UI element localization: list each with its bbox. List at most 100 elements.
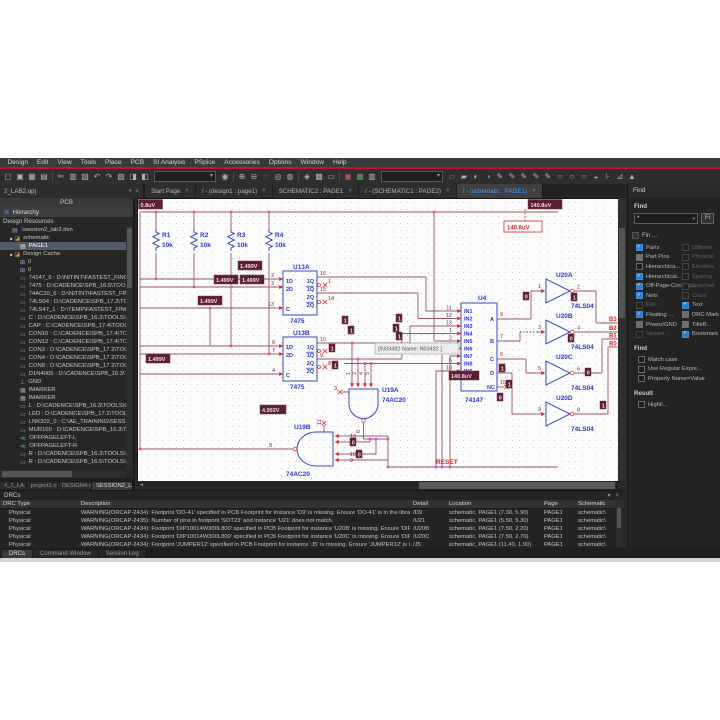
checkbox-icon[interactable] bbox=[636, 330, 643, 338]
save-icon[interactable]: ▦ bbox=[28, 172, 36, 181]
find-option[interactable]: Property Name=Value bbox=[638, 374, 720, 384]
tree-item[interactable]: ▭ 74147_6 : D:\NITINT\FASTEST_FINGER bbox=[0, 274, 126, 282]
project-manager-icon[interactable]: ▭ bbox=[327, 172, 335, 181]
tree-item[interactable]: ▭ CON4 : D:\CADENCE\SPB_17.2\TOOLS bbox=[0, 354, 126, 362]
tree-item[interactable]: ▭ R : D:\CADENCE\SPB_16.5\TOOLS\CA bbox=[0, 458, 126, 466]
project-file-tab[interactable]: DESIGN4.opj bbox=[57, 482, 92, 490]
scroll-left-icon[interactable]: ◄ bbox=[139, 482, 144, 488]
document-tab[interactable]: SCHEMATIC2 : PAGE1 × bbox=[272, 184, 359, 198]
close-icon[interactable]: × bbox=[615, 492, 619, 499]
tree-item[interactable]: ▭ CON3 : D:\CADENCE\SPB_17.2\TOOLS bbox=[0, 346, 126, 354]
open-document-icon[interactable]: ▣ bbox=[16, 172, 24, 181]
find-filter-option[interactable]: Variant ... bbox=[636, 329, 682, 339]
close-icon[interactable]: × bbox=[348, 188, 352, 194]
net-alias-tool-icon[interactable]: ✎ bbox=[520, 172, 528, 181]
checkbox-icon[interactable] bbox=[682, 244, 689, 252]
find-filter-option[interactable]: Physical bbox=[682, 253, 720, 263]
output-tab[interactable]: Session Log bbox=[98, 550, 147, 558]
find-input[interactable]: * ▾ bbox=[634, 213, 698, 224]
tree-item[interactable]: ▤ PAGE1 bbox=[0, 242, 126, 250]
menu-item[interactable]: View bbox=[57, 159, 72, 166]
checkbox-icon[interactable] bbox=[682, 273, 689, 281]
power-tool-icon[interactable]: ✎ bbox=[544, 172, 552, 181]
tree-item[interactable]: ▭ C : D:\CADENCE\SPB_16.3\TOOLS\CA bbox=[0, 314, 126, 322]
command-combobox[interactable]: ▾ bbox=[381, 171, 443, 182]
tree-item[interactable]: ■ ◪ schematic bbox=[0, 234, 126, 242]
checkbox-icon[interactable] bbox=[682, 292, 689, 300]
chevron-down-icon[interactable]: ▾ bbox=[692, 215, 695, 222]
checkbox-icon[interactable] bbox=[682, 253, 689, 261]
checkbox-icon[interactable] bbox=[682, 301, 689, 309]
close-icon[interactable]: × bbox=[532, 188, 536, 194]
menu-item[interactable]: Window bbox=[300, 159, 324, 166]
project-file-tab[interactable]: SESSION2_LA... bbox=[91, 482, 133, 490]
result-option[interactable]: Highli... bbox=[638, 400, 720, 410]
probe-marker[interactable]: 140.8uV bbox=[503, 209, 543, 233]
output-tab[interactable]: DRCs bbox=[2, 550, 33, 558]
checkbox-icon[interactable] bbox=[636, 253, 643, 261]
off-page-connector-icon[interactable]: ○ bbox=[569, 172, 575, 181]
menu-item[interactable]: Tools bbox=[80, 159, 96, 166]
chevron-down-icon[interactable]: ▾ bbox=[607, 493, 611, 499]
document-tab[interactable]: Start Page × bbox=[145, 184, 196, 198]
tree-item[interactable]: ≪ OFFPAGELEFT-L bbox=[0, 434, 126, 442]
menu-item[interactable]: SI Analysis bbox=[153, 159, 186, 166]
hierarchical-port-icon[interactable]: ○ bbox=[581, 172, 587, 181]
tree-expand-icon[interactable]: ■ bbox=[10, 251, 13, 257]
menu-item[interactable]: Edit bbox=[37, 159, 49, 166]
tree-item[interactable]: ▭ 74LS04 : D:\CADENCE\SPB_17.2\TOOL bbox=[0, 298, 126, 306]
project-file-tab[interactable]: project1.opj bbox=[27, 482, 58, 490]
checkbox-icon[interactable] bbox=[636, 273, 643, 281]
checkbox-icon[interactable] bbox=[638, 365, 645, 373]
tree-vertical-scrollbar[interactable] bbox=[126, 226, 133, 470]
checkbox-icon[interactable] bbox=[682, 330, 689, 338]
u19a-nand-gate[interactable]: 1 2 4 5 6 3 U19A 74AC20 bbox=[334, 372, 406, 433]
bus-tool-icon[interactable]: ✎ bbox=[508, 172, 516, 181]
menu-item[interactable]: Options bbox=[268, 159, 292, 166]
tree-item[interactable]: ▭ 74LS47_1 : D:\TEMP\FASTEST_FINGER bbox=[0, 306, 126, 314]
warning-markers-icon[interactable]: ▲ bbox=[628, 172, 636, 181]
chevron-down-icon[interactable]: ▾ bbox=[128, 188, 132, 194]
hierarchy-tab[interactable]: ≣ Hierarchy bbox=[0, 207, 133, 217]
find-filter-option[interactable]: Electrica bbox=[682, 262, 720, 272]
tree-expand-icon[interactable]: ■ bbox=[10, 235, 13, 241]
tree-item[interactable]: ▭ 74AC20_6 : D:\NITINT\FASTEST_FINGE bbox=[0, 290, 126, 298]
find-option[interactable]: Use Regular Expre... bbox=[638, 365, 720, 375]
find-filter-option[interactable]: Parts bbox=[636, 243, 682, 253]
checkbox-icon[interactable] bbox=[682, 282, 689, 290]
cut-icon[interactable]: ✂ bbox=[57, 172, 65, 181]
document-tab[interactable]: / - (SCHEMATIC1 : PAGE2) × bbox=[358, 184, 457, 198]
undo-icon[interactable]: ↶ bbox=[93, 172, 101, 181]
no-connect-tool-icon[interactable]: ○ bbox=[557, 172, 563, 181]
find-filter-option[interactable]: Hierarchical... bbox=[636, 272, 682, 282]
tree-item[interactable]: ▭ CON10 : C:\CADENCE\SPB_17.4\TOOL bbox=[0, 330, 126, 338]
tree-item[interactable]: ▭ 7475 : D:\CADENCE\SPB_16.5\TOOLS\ bbox=[0, 282, 126, 290]
menu-item[interactable]: Design bbox=[7, 159, 29, 166]
wire-tool-icon[interactable]: ✎ bbox=[496, 172, 504, 181]
find-filter-option[interactable]: Sparing bbox=[682, 272, 720, 282]
drc-table-row[interactable]: Physical WARNING(ORCAP-2434): Footprint … bbox=[0, 541, 623, 549]
place-part-icon[interactable]: ▨ bbox=[117, 172, 125, 181]
copy-icon[interactable]: ▥ bbox=[69, 172, 77, 181]
checkbox-icon[interactable] bbox=[638, 375, 645, 383]
image-capture-icon[interactable]: ▱ bbox=[448, 172, 456, 181]
part-search-icon[interactable]: ◨ bbox=[129, 172, 137, 181]
checkbox-icon[interactable] bbox=[682, 263, 689, 271]
report-icon[interactable]: ▰ bbox=[460, 172, 468, 181]
update-properties-icon[interactable]: ▦ bbox=[356, 172, 364, 181]
drc-table-row[interactable]: Physical WARNING(ORCAP-2434): Footprint … bbox=[0, 525, 623, 533]
tree-item[interactable]: ≪ OFFPAGELEFT-R bbox=[0, 442, 126, 450]
document-tab[interactable]: / - (schematic : PAGE1) × bbox=[456, 184, 543, 198]
tree-item[interactable]: ⊞ 0 bbox=[0, 258, 126, 266]
zoom-region-icon[interactable]: ◌ bbox=[263, 172, 269, 181]
find-filter-option[interactable]: Nets bbox=[636, 291, 682, 301]
canvas-horizontal-scrollbar[interactable]: ◄ bbox=[137, 481, 618, 490]
snap-to-grid-icon[interactable]: ◈ bbox=[303, 172, 311, 181]
checkbox-icon[interactable] bbox=[636, 321, 643, 329]
checkbox-icon[interactable] bbox=[682, 321, 689, 329]
find-filter-option[interactable]: Off-Page-Connec... bbox=[636, 281, 696, 291]
text-tool-icon[interactable]: ⊿ bbox=[616, 172, 624, 181]
menu-item[interactable]: Place bbox=[105, 159, 122, 166]
